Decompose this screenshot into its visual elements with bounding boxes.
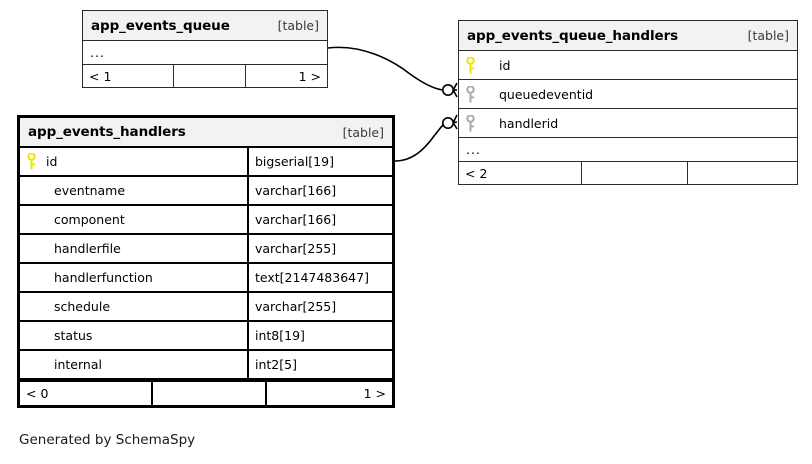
column-type: text[2147483647] bbox=[247, 264, 392, 291]
table-row-eventname[interactable]: eventname varchar[166] bbox=[20, 177, 392, 206]
table-footer: < 1 1 > bbox=[83, 65, 327, 87]
table-app-events-queue[interactable]: app_events_queue [table] ... < 1 1 > bbox=[82, 10, 328, 88]
column-name: queuedeventid bbox=[499, 86, 594, 102]
relationship-line-handlers-to-handlerid bbox=[394, 114, 458, 162]
table-row-component[interactable]: component varchar[166] bbox=[20, 206, 392, 235]
table-row-handlerfunction[interactable]: handlerfunction text[2147483647] bbox=[20, 264, 392, 293]
table-row-internal[interactable]: internal int2[5] bbox=[20, 351, 392, 380]
table-row-ellipsis: ... bbox=[83, 41, 327, 65]
column-type: int2[5] bbox=[247, 351, 392, 378]
table-row-queuedeventid[interactable]: queuedeventid bbox=[459, 80, 797, 109]
foreign-key-icon bbox=[459, 85, 481, 103]
column-name: status bbox=[54, 328, 93, 343]
footer-child-count: 1 > bbox=[265, 382, 392, 405]
table-type-tag: [table] bbox=[342, 124, 384, 140]
table-row-id[interactable]: id bigserial[19] bbox=[20, 148, 392, 177]
column-name: schedule bbox=[54, 299, 111, 314]
column-type: varchar[255] bbox=[247, 235, 392, 262]
foreign-key-icon bbox=[459, 114, 481, 132]
table-name: app_events_queue_handlers bbox=[467, 27, 679, 44]
footer-parent-count: < 2 bbox=[465, 165, 488, 181]
column-type: int8[19] bbox=[247, 322, 392, 349]
column-name: id bbox=[46, 154, 58, 169]
table-type-tag: [table] bbox=[277, 18, 319, 33]
table-row-status[interactable]: status int8[19] bbox=[20, 322, 392, 351]
footer-child-count bbox=[687, 162, 797, 184]
column-ellipsis: ... bbox=[466, 142, 481, 157]
column-type: bigserial[19] bbox=[247, 148, 392, 175]
column-name: internal bbox=[54, 357, 102, 372]
column-ellipsis: ... bbox=[90, 45, 105, 60]
generator-caption: Generated by SchemaSpy bbox=[19, 432, 196, 448]
relationship-line-queue-to-queuedeventid bbox=[327, 46, 458, 98]
column-name: eventname bbox=[54, 183, 126, 198]
table-footer: < 2 bbox=[459, 162, 797, 184]
footer-middle bbox=[173, 65, 245, 87]
table-name: app_events_handlers bbox=[28, 124, 186, 140]
footer-child-count: 1 > bbox=[245, 65, 327, 87]
column-name: handlerid bbox=[499, 115, 559, 131]
column-type: varchar[166] bbox=[247, 177, 392, 204]
table-row-handlerid[interactable]: handlerid bbox=[459, 109, 797, 138]
primary-key-icon bbox=[20, 153, 42, 170]
footer-parent-count: < 0 bbox=[26, 386, 49, 401]
column-name: id bbox=[499, 57, 511, 73]
table-name: app_events_queue bbox=[91, 17, 230, 34]
table-header: app_events_handlers [table] bbox=[20, 118, 392, 148]
table-row-handlerfile[interactable]: handlerfile varchar[255] bbox=[20, 235, 392, 264]
table-header: app_events_queue_handlers [table] bbox=[459, 21, 797, 51]
table-app-events-queue-handlers[interactable]: app_events_queue_handlers [table] id bbox=[458, 20, 798, 185]
footer-middle bbox=[151, 382, 265, 405]
table-row-schedule[interactable]: schedule varchar[255] bbox=[20, 293, 392, 322]
column-type: varchar[255] bbox=[247, 293, 392, 320]
column-name: handlerfunction bbox=[54, 270, 153, 285]
table-row-id[interactable]: id bbox=[459, 51, 797, 80]
table-app-events-handlers[interactable]: app_events_handlers [table] id bigserial… bbox=[17, 115, 395, 408]
column-type: varchar[166] bbox=[247, 206, 392, 233]
primary-key-icon bbox=[459, 56, 481, 74]
table-row-ellipsis: ... bbox=[459, 138, 797, 162]
table-header: app_events_queue [table] bbox=[83, 11, 327, 41]
table-type-tag: [table] bbox=[747, 28, 789, 43]
table-footer: < 0 1 > bbox=[20, 380, 392, 405]
column-name: component bbox=[54, 212, 125, 227]
footer-middle bbox=[581, 162, 687, 184]
footer-parent-count: < 1 bbox=[89, 68, 112, 84]
column-name: handlerfile bbox=[54, 241, 121, 256]
